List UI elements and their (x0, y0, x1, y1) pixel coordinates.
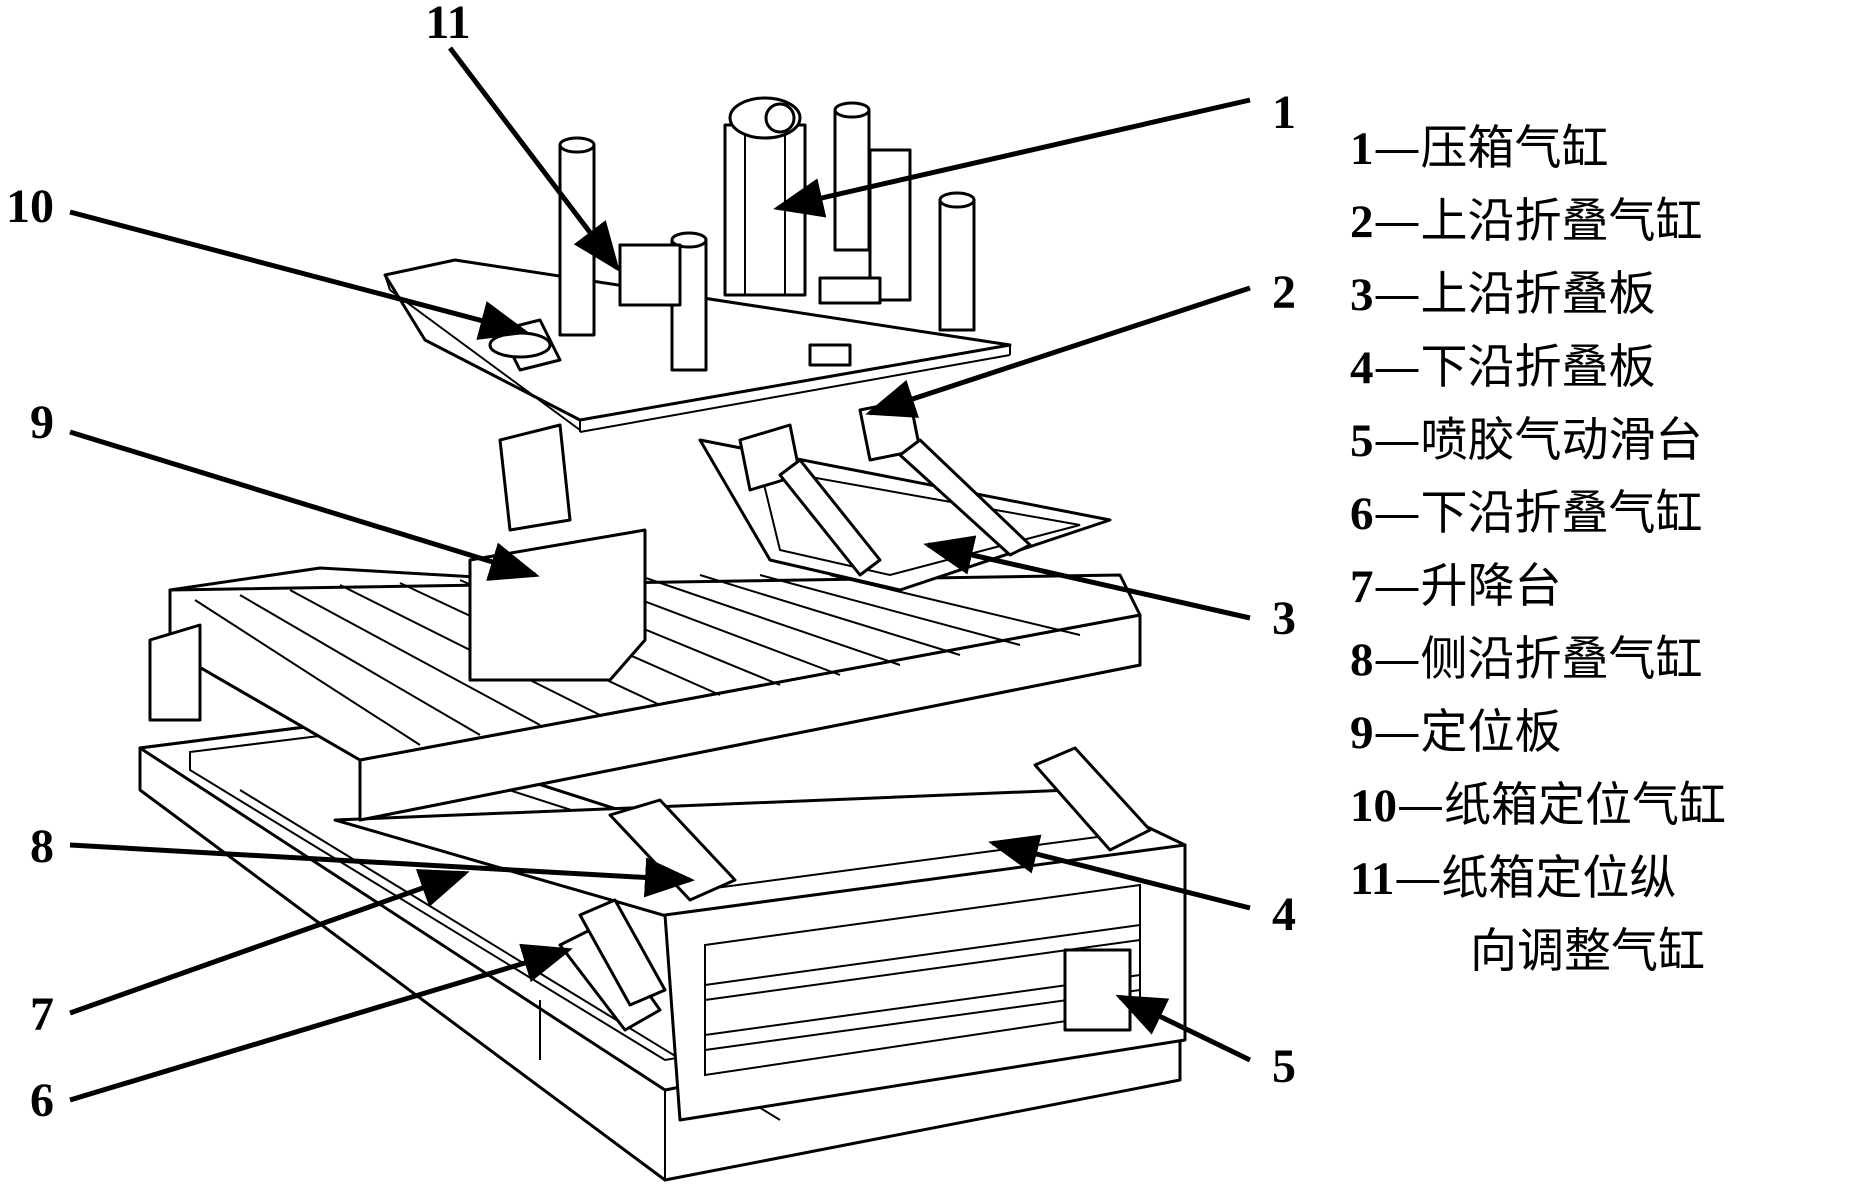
legend-item: 5—喷胶气动滑台 (1350, 404, 1845, 477)
legend-text: 上沿折叠气缸 (1420, 194, 1703, 249)
callout-11: 11 (425, 0, 470, 49)
legend-dash: — (1373, 121, 1421, 176)
legend-text: 升降台 (1420, 559, 1562, 614)
legend-dash: — (1373, 559, 1421, 614)
leader-11 (448, 46, 621, 272)
legend-dash: — (1373, 413, 1421, 468)
legend-item: 1—压箱气缸 (1350, 112, 1845, 185)
callout-10: 10 (6, 180, 54, 233)
legend-number: 8 (1350, 634, 1374, 686)
legend-number: 2 (1350, 196, 1374, 248)
legend-item: 6—下沿折叠气缸 (1350, 477, 1845, 550)
leader-lines (69, 46, 1252, 1103)
legend-item: 8—侧沿折叠气缸 (1350, 623, 1845, 696)
legend-text: 纸箱定位纵 (1441, 851, 1677, 906)
callout-5: 5 (1272, 1040, 1296, 1093)
legend-number: 10 (1350, 780, 1397, 832)
top-plate-assembly (383, 96, 1112, 682)
legend-dash: — (1373, 267, 1421, 322)
legend-text: 上沿折叠板 (1420, 267, 1656, 322)
legend-text: 纸箱定位气缸 (1444, 778, 1726, 833)
legend-number: 1 (1350, 123, 1374, 175)
legend-text: 下沿折叠气缸 (1420, 486, 1703, 541)
leader-2 (865, 285, 1251, 418)
legend-number: 3 (1350, 269, 1374, 321)
legend-item: 4—下沿折叠板 (1350, 331, 1845, 404)
callout-2: 2 (1272, 266, 1296, 319)
legend-dash: — (1373, 340, 1421, 395)
legend-text: 侧沿折叠气缸 (1420, 632, 1703, 687)
legend-number: 4 (1350, 342, 1374, 394)
legend-item: 11—纸箱定位纵 (1350, 842, 1845, 915)
callout-1: 1 (1272, 86, 1296, 139)
legend-text: 下沿折叠板 (1420, 340, 1656, 395)
legend-number: 7 (1350, 561, 1374, 613)
roller-conveyor (148, 566, 1142, 822)
legend-dash: — (1373, 194, 1421, 249)
leader-5 (1115, 994, 1252, 1063)
leader-8 (69, 842, 695, 898)
legend-text: 压箱气缸 (1420, 121, 1609, 176)
legend-item-continuation: 向调整气缸 (1470, 924, 1705, 979)
lower-folding-frame (333, 746, 1187, 1122)
legend-item: 7—升降台 (1350, 550, 1845, 623)
leader-9 (69, 429, 540, 581)
legend-dash: — (1373, 705, 1421, 760)
callout-3: 3 (1272, 592, 1296, 645)
guide-posts (558, 101, 976, 372)
legend-text: 喷胶气动滑台 (1420, 413, 1703, 468)
legend-dash: — (1394, 851, 1442, 906)
leader-7 (69, 869, 470, 1016)
callout-labels: 1 2 3 4 5 6 7 8 9 10 11 (6, 0, 1296, 1127)
callout-9: 9 (30, 396, 54, 449)
legend-number: 9 (1350, 707, 1374, 759)
legend-item: 3—上沿折叠板 (1350, 258, 1845, 331)
callout-6: 6 (30, 1074, 54, 1127)
legend-item: 10—纸箱定位气缸 (1350, 769, 1845, 842)
leader-10 (69, 209, 530, 340)
leader-4 (988, 834, 1251, 911)
leader-3 (923, 535, 1251, 621)
callout-7: 7 (30, 988, 54, 1041)
legend-dash: — (1397, 778, 1444, 833)
legend-number: 6 (1350, 488, 1374, 540)
callout-4: 4 (1272, 888, 1296, 941)
legend-dash: — (1373, 486, 1421, 541)
legend-dash: — (1373, 632, 1421, 687)
press-cylinder (723, 96, 807, 297)
legend-item: 2—上沿折叠气缸 (1350, 185, 1845, 258)
legend-number: 11 (1350, 853, 1395, 905)
leader-1 (773, 97, 1251, 218)
legend-item: 9—定位板 (1350, 696, 1845, 769)
legend-number: 5 (1350, 415, 1374, 467)
parts-legend: 1—压箱气缸 2—上沿折叠气缸 3—上沿折叠板 4—下沿折叠板 5—喷胶气动滑台… (1350, 112, 1845, 988)
callout-8: 8 (30, 820, 54, 873)
legend-text: 定位板 (1420, 705, 1562, 760)
leader-6 (69, 943, 573, 1103)
